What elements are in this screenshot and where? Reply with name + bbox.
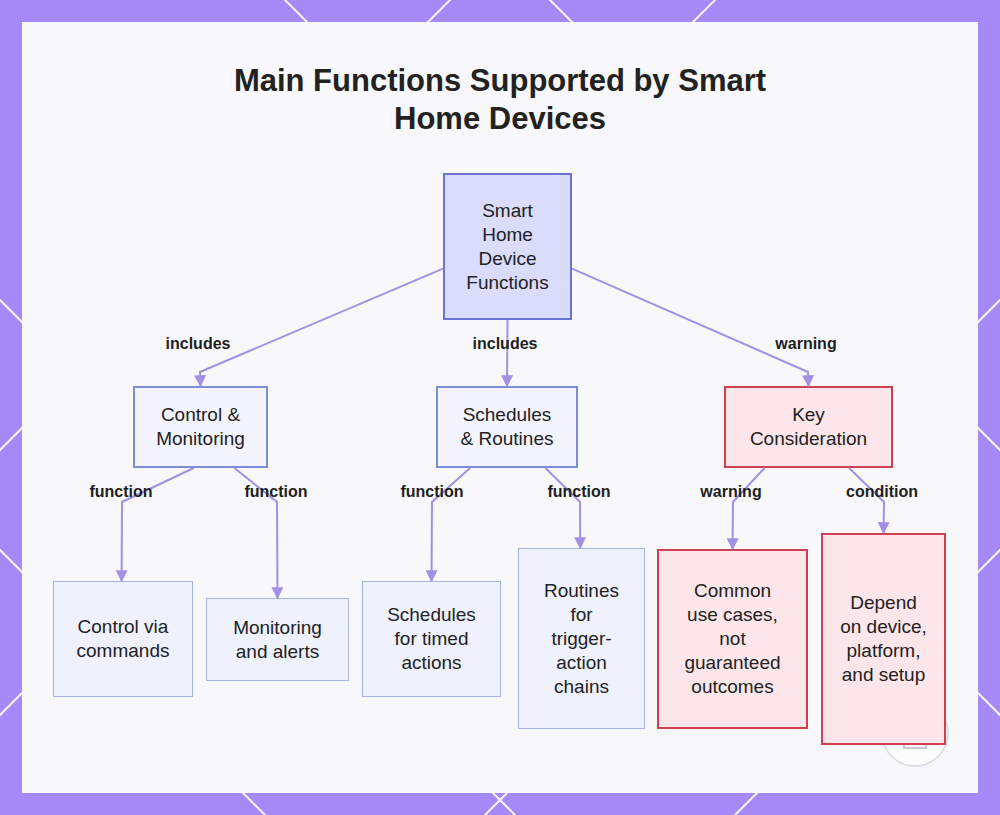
edge-label: function: [89, 482, 152, 502]
box-text: Monitoring and alerts: [222, 616, 333, 664]
box-text: Control via commands: [69, 615, 177, 663]
box-text: Control & Monitoring: [147, 403, 254, 451]
box-text: Smart Home Device Functions: [466, 199, 548, 295]
connector: [545, 468, 580, 548]
edge-label: function: [400, 482, 463, 502]
warning-box: Key Consideration: [724, 386, 893, 468]
box-text: Key Consideration: [746, 403, 871, 451]
edge-label: warning: [700, 482, 761, 502]
function-box: Schedules & Routines: [436, 386, 578, 468]
box-text: Routines for trigger-action chains: [541, 579, 622, 699]
function-box: Smart Home Device Functions: [443, 173, 572, 320]
box-text: Depend on device, platform, and setup: [839, 591, 928, 687]
function-box: Schedules for timed actions: [362, 581, 501, 697]
diagram-title: Main Functions Supported by Smart Home D…: [200, 62, 800, 138]
edge-label: includes: [166, 334, 231, 354]
connector: [733, 468, 765, 549]
function-box: Control via commands: [53, 581, 193, 697]
connector: [506, 320, 509, 386]
function-box: Control & Monitoring: [133, 386, 268, 468]
function-box: Monitoring and alerts: [206, 598, 349, 681]
edge-label: condition: [846, 482, 918, 502]
connector: [200, 269, 443, 386]
connector: [572, 269, 809, 386]
edge-label: includes: [473, 334, 538, 354]
edge-label: function: [244, 482, 307, 502]
box-text: Schedules & Routines: [460, 403, 554, 451]
box-text: Schedules for timed actions: [383, 603, 480, 675]
warning-box: Depend on device, platform, and setup: [821, 533, 946, 745]
box-text: Common use cases, not guaranteed outcome…: [684, 579, 781, 699]
connector: [849, 468, 884, 533]
warning-box: Common use cases, not guaranteed outcome…: [657, 549, 808, 729]
edge-label: warning: [775, 334, 836, 354]
function-box: Routines for trigger-action chains: [518, 548, 645, 729]
edge-label: function: [547, 482, 610, 502]
